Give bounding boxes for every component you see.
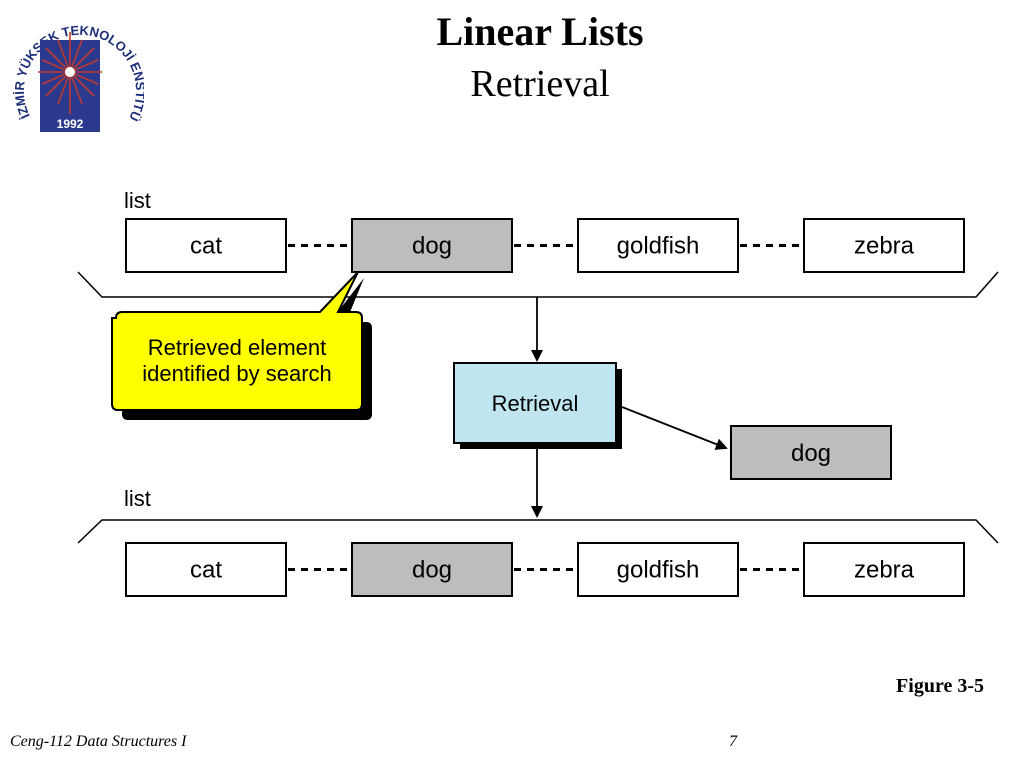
- top-list-node-dog: dog: [351, 218, 513, 273]
- callout-line-2: identified by search: [142, 361, 332, 386]
- retrieval-label: Retrieval: [492, 391, 579, 416]
- result-label: dog: [791, 440, 831, 467]
- bottom-list: cat dog goldfish zebra: [125, 542, 965, 597]
- top-list-node-label: goldfish: [617, 233, 700, 260]
- callout-line-1: Retrieved element: [148, 335, 327, 360]
- logo-year: 1992: [57, 117, 84, 131]
- retrieval-process: Retrieval: [453, 362, 622, 449]
- top-list-bracket: [77, 271, 999, 298]
- top-list-node-label: zebra: [854, 233, 915, 260]
- top-list-node-cat: cat: [125, 218, 287, 273]
- top-list-node-box: [577, 218, 739, 273]
- retrieved-element-callout: Retrieved element identified by search: [111, 271, 372, 420]
- top-list-node-box: [351, 218, 513, 273]
- bottom-list-node-label: goldfish: [617, 557, 700, 584]
- bottom-list-node-label: dog: [412, 557, 452, 584]
- figure-label: Figure 3-5: [896, 675, 984, 697]
- bottom-list-node-box: [351, 542, 513, 597]
- bottom-list-bracket: [77, 519, 999, 544]
- retrieval-box: [453, 362, 617, 444]
- top-list-node-label: dog: [412, 233, 452, 260]
- retrieved-result: dog: [730, 425, 892, 480]
- bottom-list-node-box: [577, 542, 739, 597]
- bottom-list-node-label: cat: [190, 557, 222, 584]
- top-list-node-label: cat: [190, 233, 222, 260]
- arrow-to-result: [621, 406, 728, 450]
- top-list-node-goldfish: goldfish: [577, 218, 739, 273]
- bottom-list-label: list: [124, 486, 151, 511]
- page-subtitle: Retrieval: [470, 63, 610, 105]
- institute-logo: İZMİR YÜKSEK TEKNOLOJİ ENSTİTÜSÜ 1992: [8, 4, 144, 132]
- top-list-node-box: [125, 218, 287, 273]
- bottom-list-node-box: [803, 542, 965, 597]
- result-box: [730, 425, 892, 480]
- bottom-list-node-dog: dog: [351, 542, 513, 597]
- bottom-list-node-zebra: zebra: [803, 542, 965, 597]
- top-list-node-zebra: zebra: [803, 218, 965, 273]
- footer-course: Ceng-112 Data Structures I: [10, 733, 187, 750]
- top-list-node-box: [803, 218, 965, 273]
- page-number: 7: [729, 733, 737, 750]
- bottom-list-node-label: zebra: [854, 557, 915, 584]
- page-title: Linear Lists: [436, 9, 644, 54]
- bottom-list-node-box: [125, 542, 287, 597]
- callout-bubble: [111, 271, 363, 411]
- top-list-label: list: [124, 188, 151, 213]
- top-list: cat dog goldfish zebra: [125, 218, 965, 273]
- bottom-list-node-cat: cat: [125, 542, 287, 597]
- bottom-list-node-goldfish: goldfish: [577, 542, 739, 597]
